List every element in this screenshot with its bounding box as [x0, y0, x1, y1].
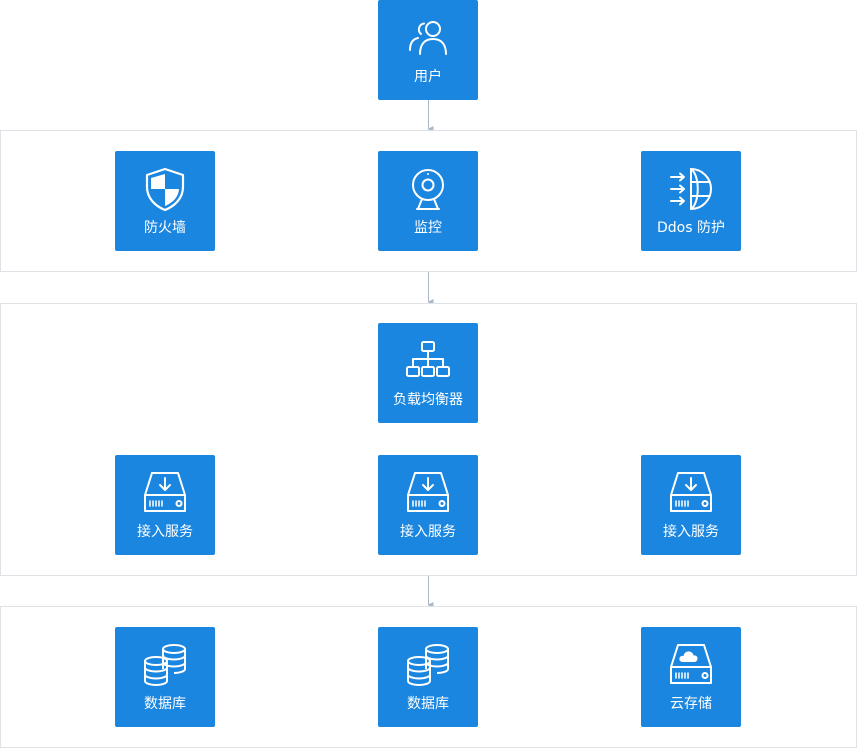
node-label: 接入服务 — [400, 524, 456, 540]
download-drive-icon — [667, 469, 715, 517]
download-drive-icon — [404, 469, 452, 517]
database-node[interactable]: 数据库 — [378, 627, 478, 727]
node-label: 数据库 — [407, 696, 449, 712]
node-label: 防火墙 — [144, 220, 186, 236]
download-drive-icon — [141, 469, 189, 517]
sitemap-icon — [404, 337, 452, 385]
database-icon — [404, 641, 452, 689]
node-label: 监控 — [414, 220, 442, 236]
cloud-storage-node[interactable]: 云存储 — [641, 627, 741, 727]
ddos-protection-node[interactable]: Ddos 防护 — [641, 151, 741, 251]
load-balancer-node[interactable]: 负载均衡器 — [378, 323, 478, 423]
cloud-drive-icon — [667, 641, 715, 689]
node-label: 负载均衡器 — [393, 392, 463, 408]
globe-arrows-icon — [667, 165, 715, 213]
database-icon — [141, 641, 189, 689]
access-service-node[interactable]: 接入服务 — [641, 455, 741, 555]
node-label: 用户 — [414, 69, 442, 85]
users-icon — [404, 14, 452, 62]
access-service-node[interactable]: 接入服务 — [378, 455, 478, 555]
node-label: 数据库 — [144, 696, 186, 712]
access-service-node[interactable]: 接入服务 — [115, 455, 215, 555]
node-label: Ddos 防护 — [657, 220, 725, 236]
user-node[interactable]: 用户 — [378, 0, 478, 100]
monitor-node[interactable]: 监控 — [378, 151, 478, 251]
node-label: 云存储 — [670, 696, 712, 712]
webcam-icon — [404, 165, 452, 213]
node-label: 接入服务 — [137, 524, 193, 540]
node-label: 接入服务 — [663, 524, 719, 540]
firewall-node[interactable]: 防火墙 — [115, 151, 215, 251]
shield-icon — [141, 165, 189, 213]
database-node[interactable]: 数据库 — [115, 627, 215, 727]
